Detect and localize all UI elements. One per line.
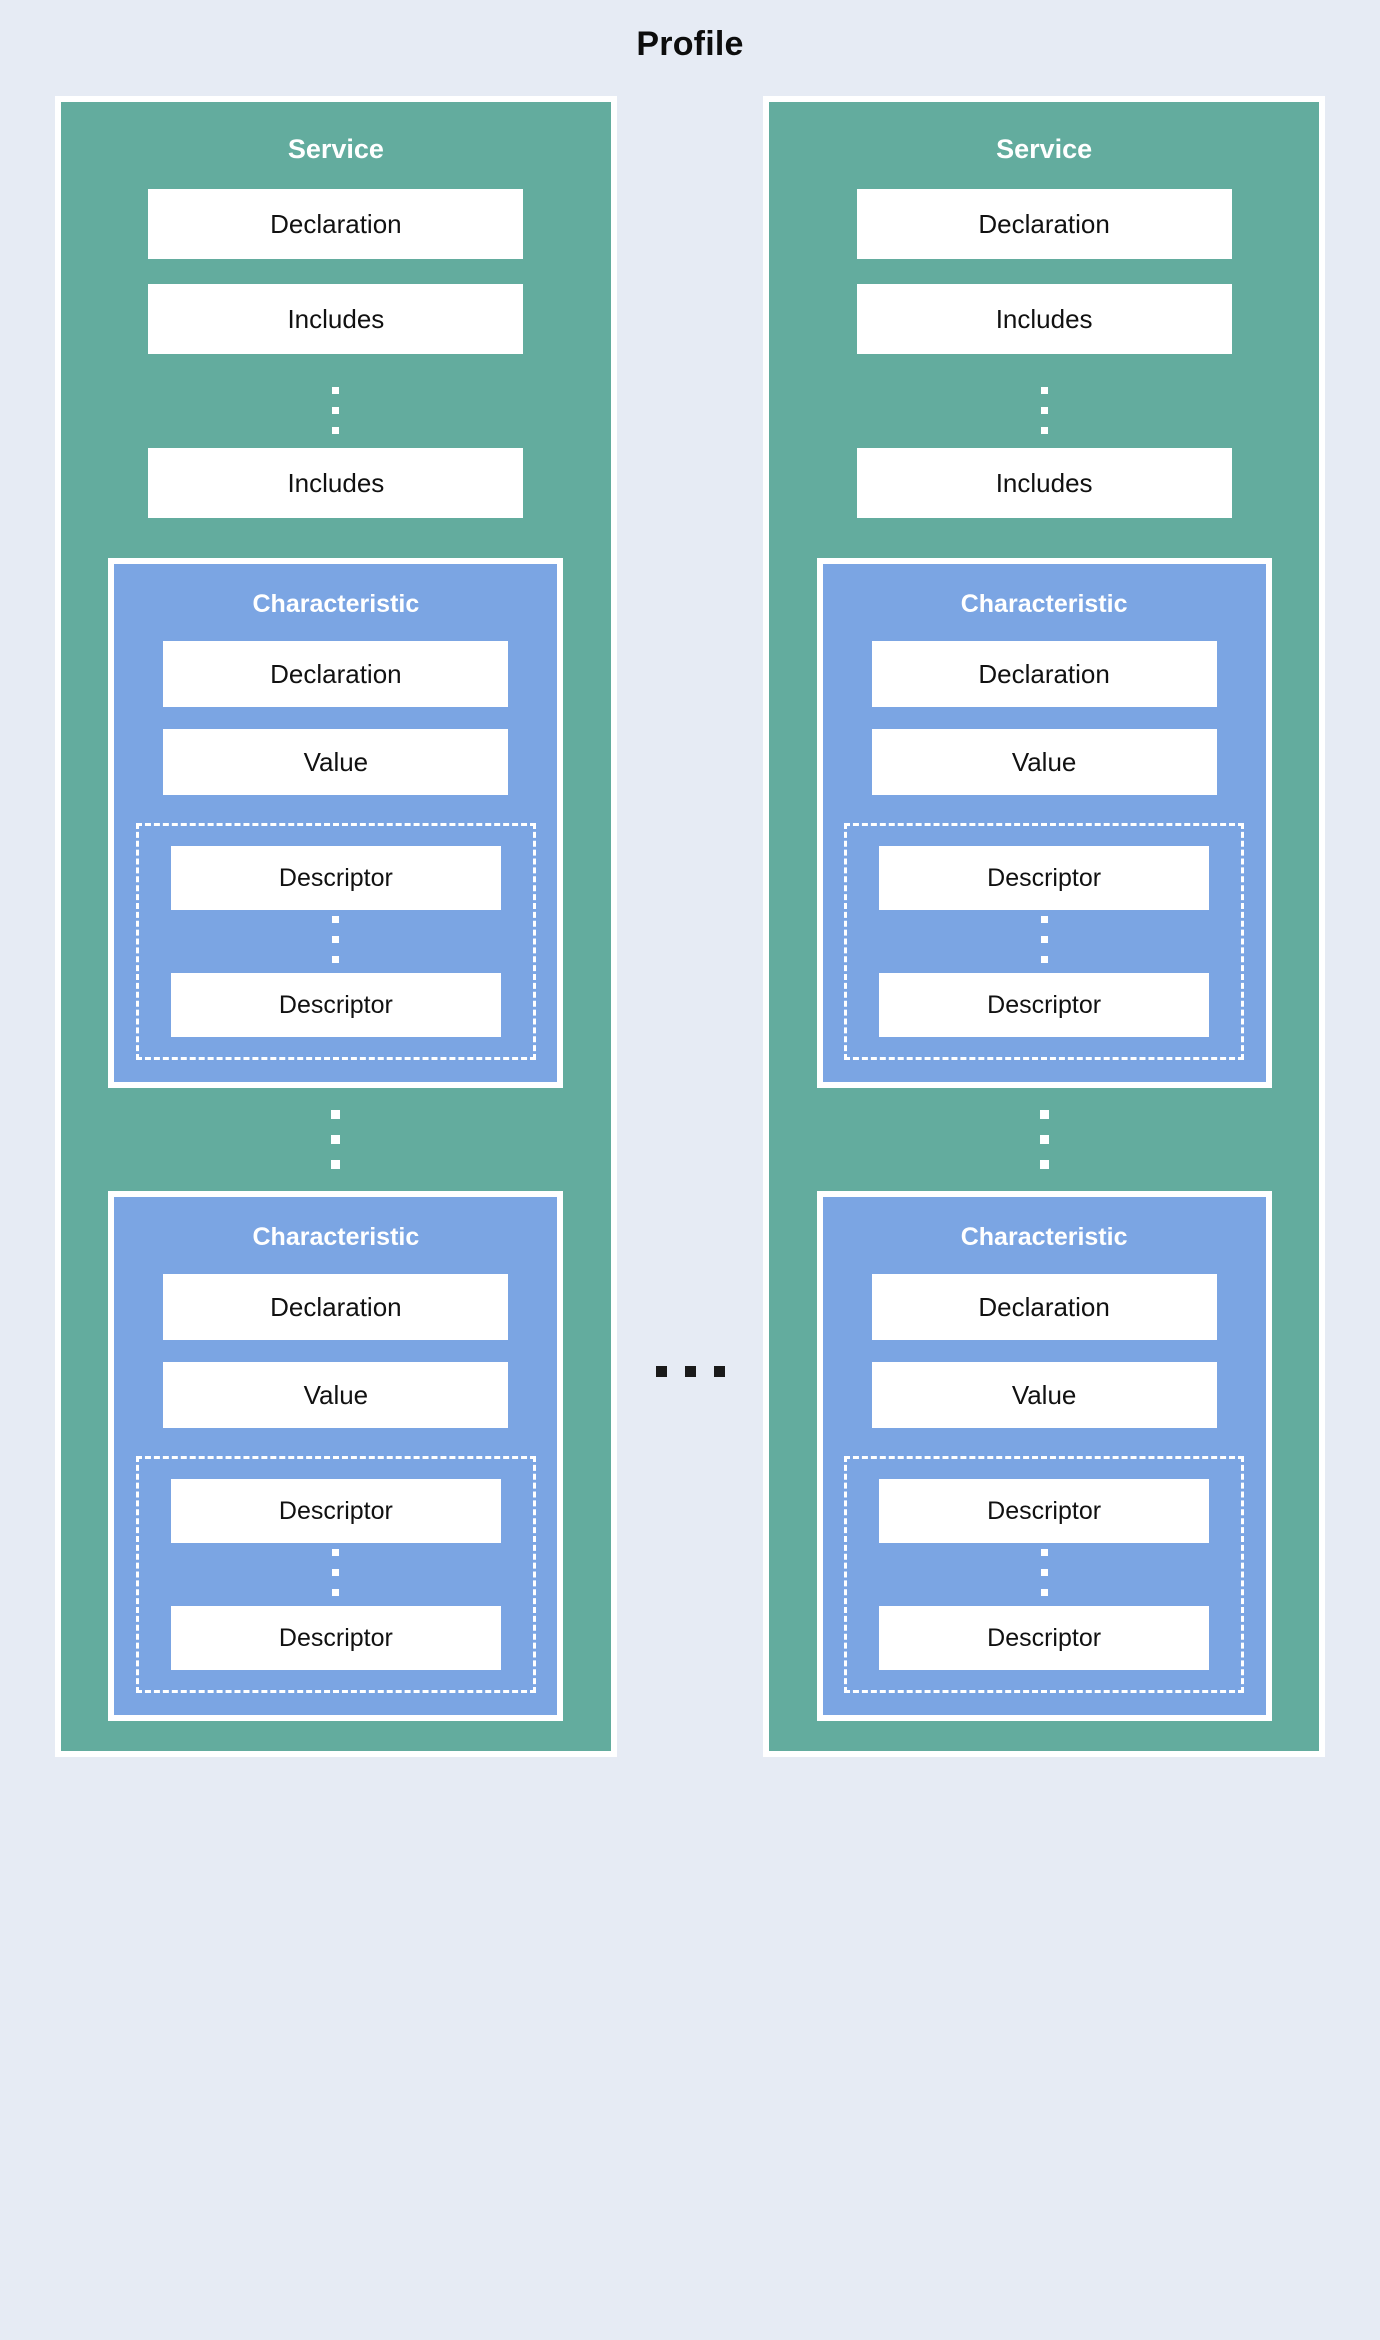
- characteristic-value-box: Value: [871, 729, 1217, 795]
- descriptor-box-first: Descriptor: [170, 846, 501, 910]
- service-includes-box-last: Includes: [148, 448, 524, 518]
- descriptor-group: Descriptor Descriptor: [135, 823, 536, 1060]
- includes-vertical-ellipsis-icon: [1040, 387, 1048, 434]
- between-columns-horizontal-ellipsis-icon: [655, 1366, 725, 1377]
- characteristic-declaration-box: Declaration: [163, 641, 509, 707]
- characteristic-declaration-box: Declaration: [871, 1274, 1217, 1340]
- characteristic-declaration-box: Declaration: [163, 1274, 509, 1340]
- characteristic-declaration-box: Declaration: [871, 641, 1217, 707]
- descriptor-box-last: Descriptor: [170, 1606, 501, 1670]
- descriptor-box-first: Descriptor: [879, 1479, 1210, 1543]
- descriptor-box-first: Descriptor: [170, 1479, 501, 1543]
- service-columns: Service Declaration Includes Includes Ch…: [0, 96, 1380, 1757]
- service-declaration-box: Declaration: [856, 189, 1232, 259]
- characteristic-vertical-ellipsis-icon: [1039, 1110, 1049, 1169]
- service-includes-box-first: Includes: [148, 284, 524, 354]
- service-block-left: Service Declaration Includes Includes Ch…: [55, 96, 617, 1757]
- descriptor-box-first: Descriptor: [879, 846, 1210, 910]
- characteristic-block-last: Characteristic Declaration Value Descrip…: [108, 1191, 564, 1721]
- page-title: Profile: [636, 25, 744, 63]
- characteristic-block-first: Characteristic Declaration Value Descrip…: [108, 558, 564, 1088]
- descriptor-box-last: Descriptor: [879, 1606, 1210, 1670]
- descriptor-vertical-ellipsis-icon: [332, 1549, 340, 1596]
- characteristic-value-box: Value: [163, 1362, 509, 1428]
- characteristic-block-first: Characteristic Declaration Value Descrip…: [816, 558, 1272, 1088]
- characteristic-block-last: Characteristic Declaration Value Descrip…: [816, 1191, 1272, 1721]
- includes-vertical-ellipsis-icon: [332, 387, 340, 434]
- descriptor-vertical-ellipsis-icon: [332, 916, 340, 963]
- descriptor-vertical-ellipsis-icon: [1040, 1549, 1048, 1596]
- characteristic-title: Characteristic: [960, 1223, 1128, 1251]
- descriptor-group: Descriptor Descriptor: [135, 1456, 536, 1693]
- characteristic-value-box: Value: [871, 1362, 1217, 1428]
- service-includes-box-last: Includes: [856, 448, 1232, 518]
- descriptor-vertical-ellipsis-icon: [1040, 916, 1048, 963]
- service-block-right: Service Declaration Includes Includes Ch…: [763, 96, 1325, 1757]
- characteristic-title: Characteristic: [252, 1223, 420, 1251]
- descriptor-box-last: Descriptor: [170, 973, 501, 1037]
- characteristic-value-box: Value: [163, 729, 509, 795]
- column-gap: [617, 96, 763, 1757]
- service-includes-box-first: Includes: [856, 284, 1232, 354]
- characteristic-vertical-ellipsis-icon: [331, 1110, 341, 1169]
- service-declaration-box: Declaration: [148, 189, 524, 259]
- service-title: Service: [287, 134, 384, 164]
- characteristic-title: Characteristic: [960, 590, 1128, 618]
- descriptor-group: Descriptor Descriptor: [844, 1456, 1245, 1693]
- service-title: Service: [996, 134, 1093, 164]
- descriptor-box-last: Descriptor: [879, 973, 1210, 1037]
- descriptor-group: Descriptor Descriptor: [844, 823, 1245, 1060]
- characteristic-title: Characteristic: [252, 590, 420, 618]
